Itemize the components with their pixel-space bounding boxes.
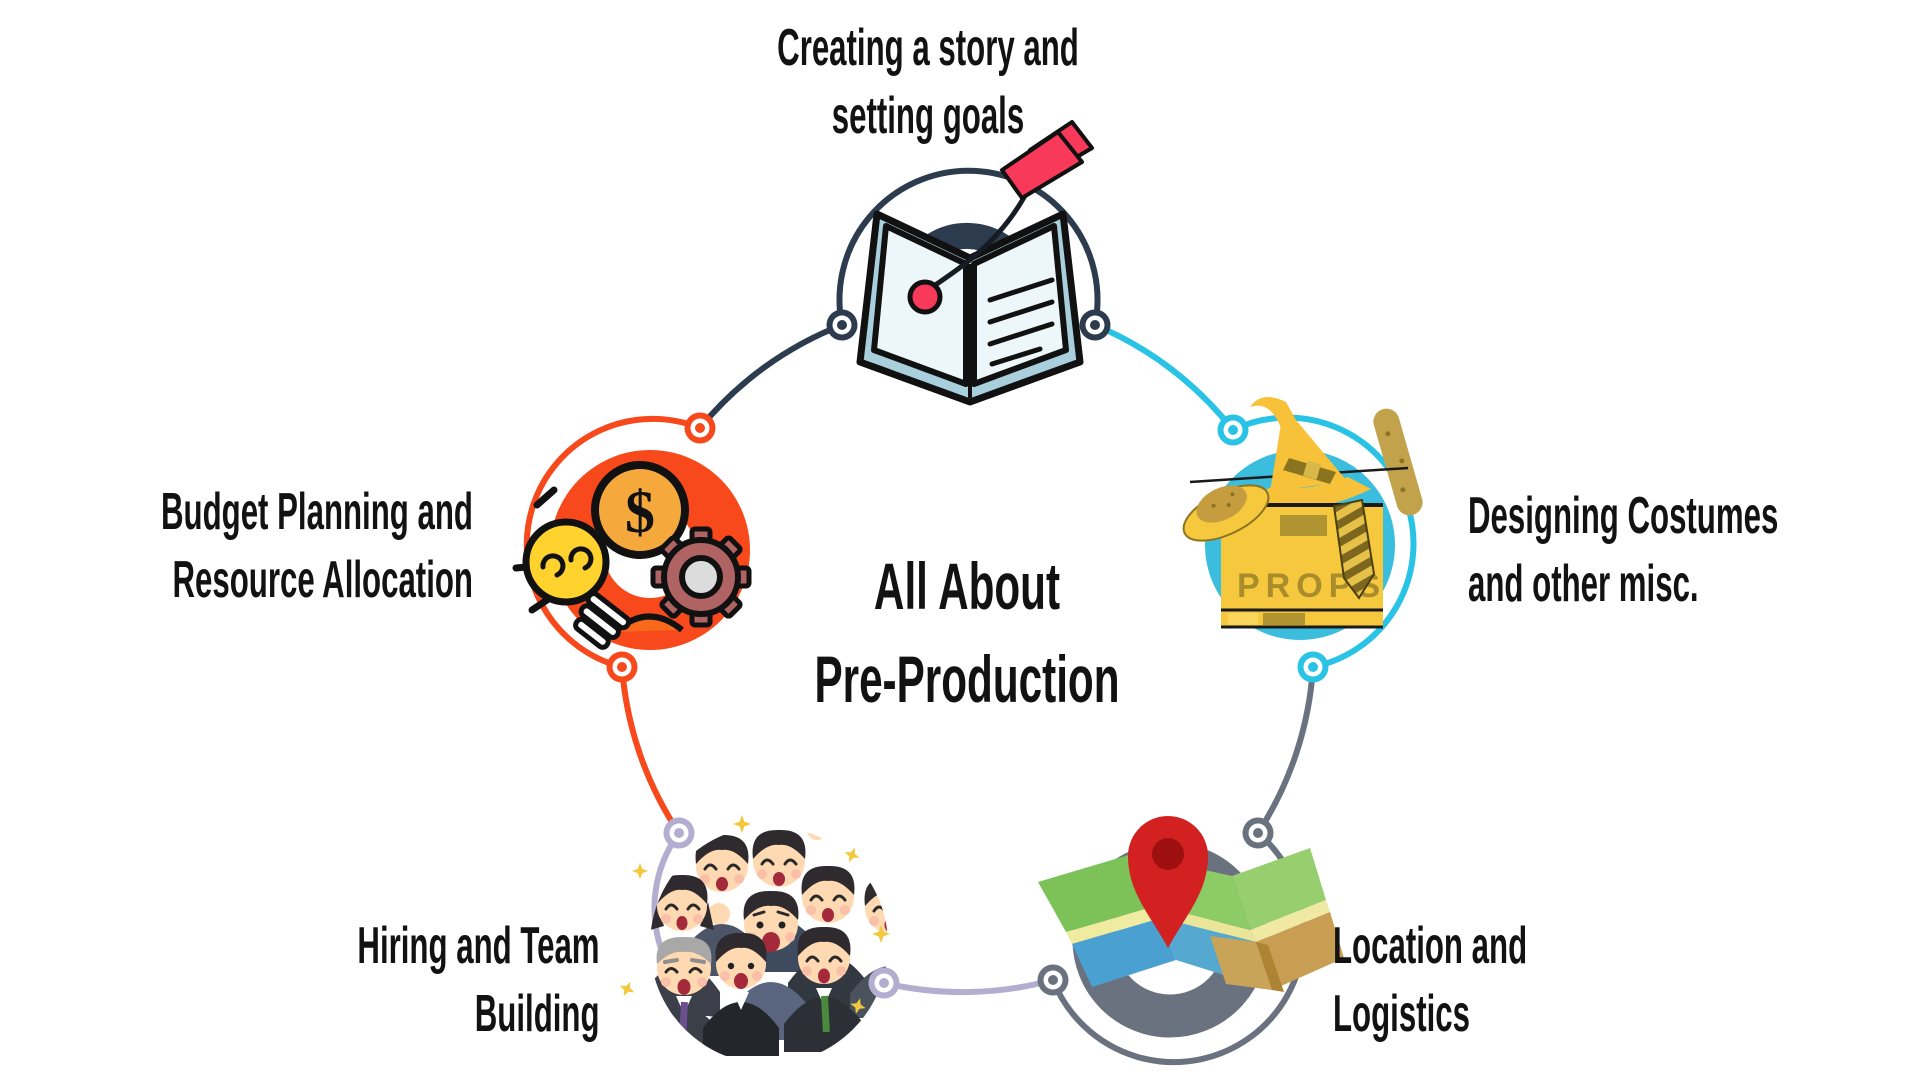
title-line-2: Pre-Production bbox=[814, 642, 1120, 716]
connector-dot-story-right bbox=[1079, 309, 1111, 341]
team-crowd-icon bbox=[619, 815, 890, 1060]
straw-hat bbox=[1182, 484, 1270, 542]
dart-shaft bbox=[925, 179, 1035, 293]
dart-flight-front bbox=[1000, 130, 1084, 200]
arc-costumes-to-location bbox=[1255, 664, 1316, 836]
money-idea-gear-icon: $ bbox=[512, 450, 752, 650]
connector-arcs bbox=[619, 322, 1316, 996]
gear bbox=[650, 526, 752, 628]
label-hiring-line-1: Hiring and Team bbox=[357, 917, 600, 975]
connector-dot-location-left bbox=[1037, 964, 1069, 996]
title-line-1: All About bbox=[873, 549, 1061, 623]
filament-curl-left bbox=[540, 553, 566, 578]
location-pin bbox=[1128, 816, 1208, 948]
label-budget: Budget Planning and Resource Allocation bbox=[161, 478, 473, 614]
witch-hat bbox=[1250, 397, 1371, 508]
connector-dot-costumes-bottom bbox=[1297, 651, 1329, 683]
connector-dots bbox=[606, 309, 1329, 999]
book-right-page bbox=[971, 223, 1069, 387]
arc-location-to-hiring bbox=[881, 977, 1056, 996]
label-costumes: Designing Costumes and other misc. bbox=[1468, 482, 1778, 618]
coin bbox=[591, 461, 689, 559]
sparkles bbox=[619, 815, 890, 1014]
story-ring bbox=[836, 167, 1101, 326]
label-location-line-2: Logistics bbox=[1333, 985, 1470, 1043]
label-hiring: Hiring and Team Building bbox=[358, 912, 600, 1048]
arc-hiring-to-budget bbox=[619, 664, 682, 836]
map-pin-icon bbox=[1038, 816, 1344, 1038]
label-budget-line-2: Resource Allocation bbox=[172, 551, 473, 609]
label-story: Creating a story and setting goals bbox=[777, 14, 1079, 150]
label-hiring-line-2: Building bbox=[475, 985, 600, 1043]
connector-dot-hiring-right bbox=[868, 967, 900, 999]
connector-dot-budget-top bbox=[684, 412, 716, 444]
label-budget-line-1: Budget Planning and bbox=[161, 483, 473, 541]
page-text-lines bbox=[987, 277, 1055, 367]
label-story-line-2: setting goals bbox=[831, 87, 1025, 145]
club-prop bbox=[1373, 408, 1423, 516]
props-box-icon: PROPS bbox=[1182, 397, 1423, 640]
dollar-symbol: $ bbox=[625, 479, 655, 545]
label-location: Location and Logistics bbox=[1333, 912, 1527, 1048]
filament-curl-right bbox=[568, 546, 594, 571]
page-title: All About Pre-Production bbox=[814, 540, 1119, 726]
arc-story-to-costumes bbox=[1092, 322, 1236, 433]
connector-dot-story-left bbox=[826, 309, 858, 341]
arc-budget-to-story bbox=[697, 322, 845, 431]
connector-dot-location-top bbox=[1242, 817, 1274, 849]
target-dot bbox=[907, 279, 943, 315]
budget-ring bbox=[523, 415, 702, 670]
book-dart-icon bbox=[856, 120, 1094, 406]
label-story-line-1: Creating a story and bbox=[777, 19, 1079, 77]
person bbox=[703, 932, 779, 1056]
lightbulb bbox=[522, 518, 610, 606]
label-location-line-1: Location and bbox=[1333, 917, 1528, 975]
connector-dot-costumes-top bbox=[1217, 414, 1249, 446]
label-costumes-line-1: Designing Costumes bbox=[1468, 487, 1779, 545]
connector-dot-hiring-top bbox=[663, 817, 695, 849]
bulb-base bbox=[573, 591, 632, 650]
crowd-group bbox=[650, 826, 888, 1060]
connector-dot-budget-bottom bbox=[606, 651, 638, 683]
label-costumes-line-2: and other misc. bbox=[1468, 555, 1699, 613]
